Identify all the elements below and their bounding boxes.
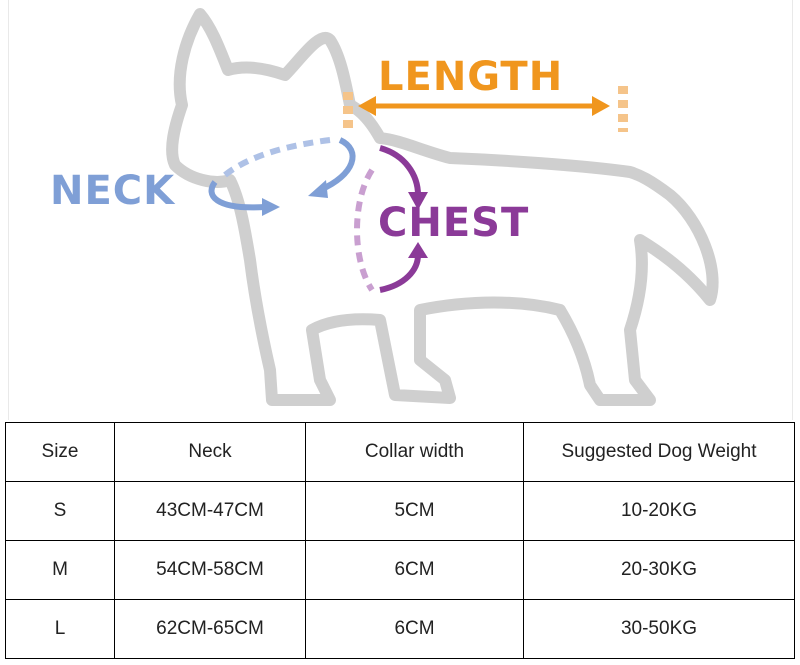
grid-line: [8, 0, 9, 420]
header-suggested-weight: Suggested Dog Weight: [523, 422, 795, 482]
neck-markers: [208, 137, 356, 216]
header-collar-width: Collar width: [305, 422, 524, 482]
table-header-row: Size Neck Collar width Suggested Dog Wei…: [5, 422, 795, 482]
dog-measurement-illustration: LENGTH NECK CHEST: [8, 0, 793, 420]
chest-label: CHEST: [378, 200, 530, 246]
cell-weight: 10-20KG: [523, 481, 795, 541]
length-markers: [343, 86, 628, 132]
cell-collar-width: 6CM: [305, 599, 524, 659]
table-row: M 54CM-58CM 6CM 20-30KG: [5, 540, 795, 600]
header-size: Size: [5, 422, 115, 482]
chest-markers: [354, 145, 428, 293]
grid-line: [792, 0, 793, 420]
dog-diagram: [166, 8, 719, 406]
cell-size: S: [5, 481, 115, 541]
header-neck: Neck: [114, 422, 306, 482]
neck-label: NECK: [50, 168, 176, 214]
cell-size: M: [5, 540, 115, 600]
dog-silhouette: [166, 8, 719, 406]
table-row: S 43CM-47CM 5CM 10-20KG: [5, 481, 795, 541]
cell-neck: 54CM-58CM: [114, 540, 306, 600]
cell-size: L: [5, 599, 115, 659]
size-chart-table: Size Neck Collar width Suggested Dog Wei…: [5, 422, 795, 659]
cell-neck: 62CM-65CM: [114, 599, 306, 659]
table-row: L 62CM-65CM 6CM 30-50KG: [5, 599, 795, 659]
cell-collar-width: 5CM: [305, 481, 524, 541]
cell-neck: 43CM-47CM: [114, 481, 306, 541]
cell-collar-width: 6CM: [305, 540, 524, 600]
length-label: LENGTH: [378, 54, 564, 100]
cell-weight: 20-30KG: [523, 540, 795, 600]
cell-weight: 30-50KG: [523, 599, 795, 659]
